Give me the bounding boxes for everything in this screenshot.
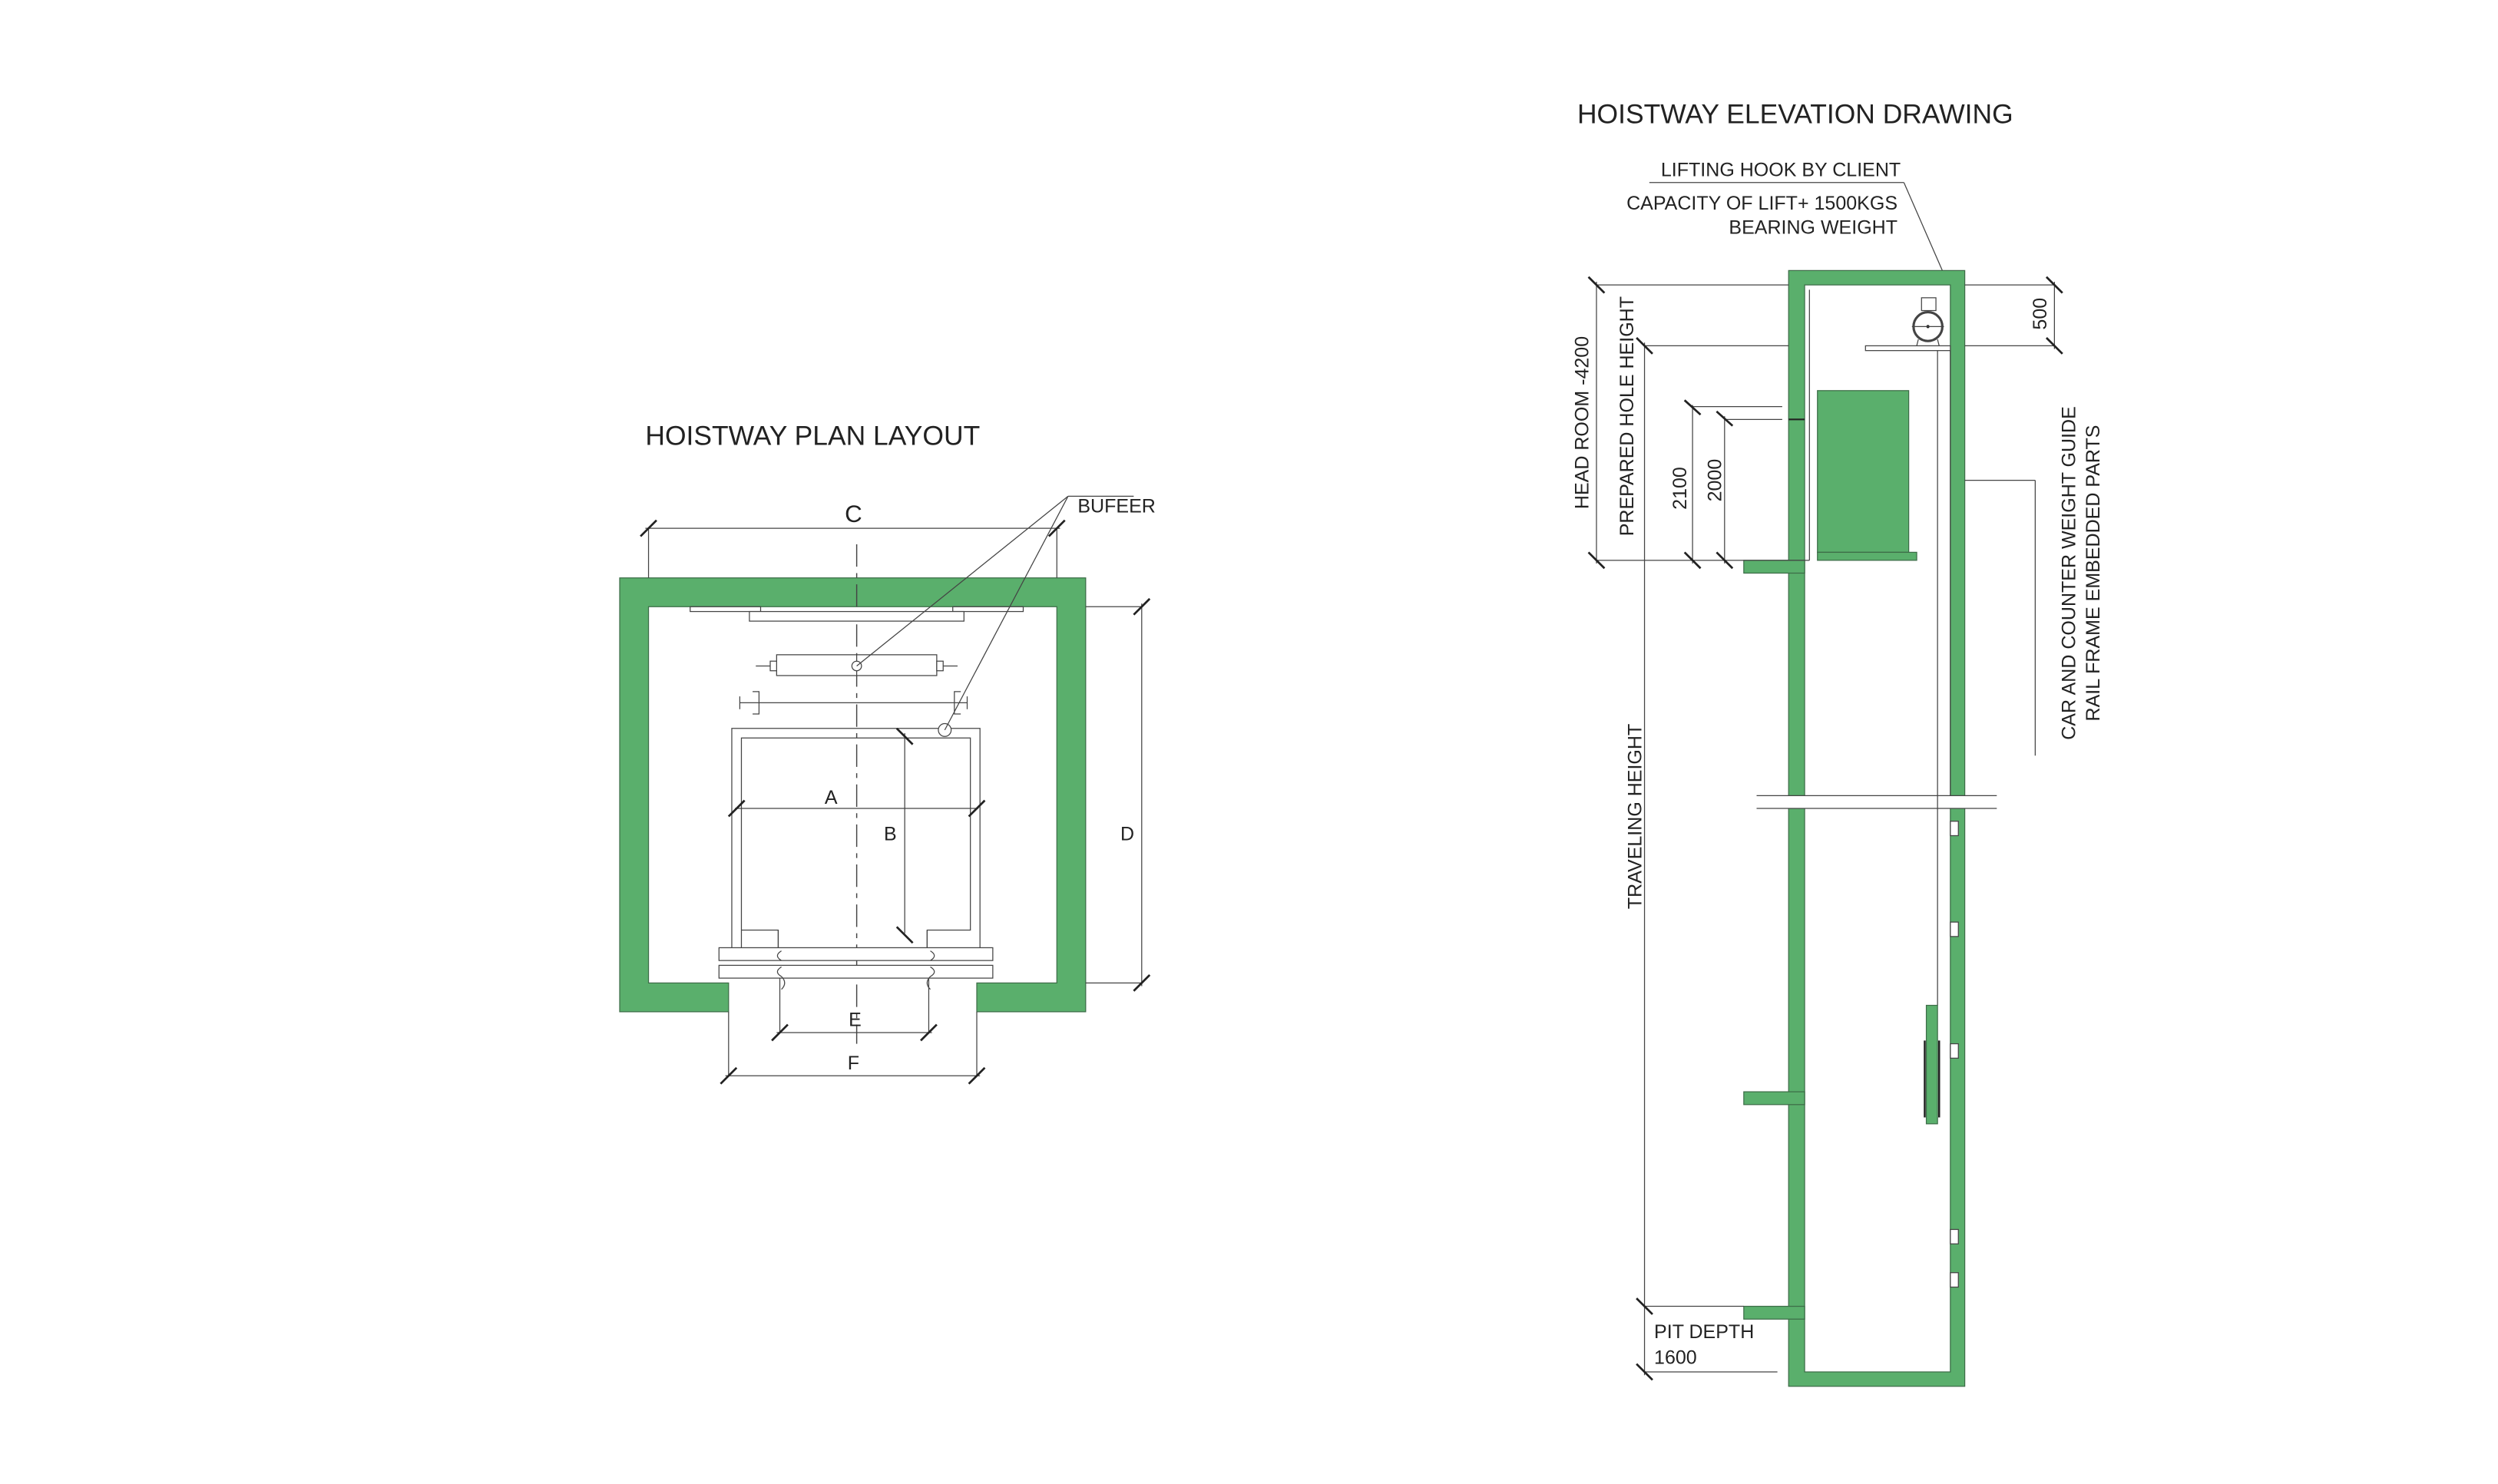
plan-title: HOISTWAY PLAN LAYOUT xyxy=(645,421,980,451)
counterweight xyxy=(1925,1004,1938,1125)
break-line xyxy=(1756,795,1997,809)
car-guide-rail xyxy=(739,691,968,715)
dimension-f: F xyxy=(720,1011,986,1085)
guide-label-1: CAR AND COUNTER WEIGHT GUIDE xyxy=(2058,406,2079,740)
prepared-hole-label: PREPARED HOLE HEIGHT xyxy=(1616,296,1638,536)
dim-label-e: E xyxy=(849,1010,862,1031)
dimension-500: 500 xyxy=(1964,276,2063,355)
capacity-label: CAPACITY OF LIFT+ 1500KGS xyxy=(1626,193,1897,214)
dimension-a: A xyxy=(727,787,986,818)
traction-machine xyxy=(1864,297,1951,352)
hoistway-wall-elevation xyxy=(1788,269,1966,1387)
door-hangers xyxy=(776,950,935,990)
landing-sill xyxy=(718,964,994,979)
dimension-d: D xyxy=(1085,597,1151,992)
dim-label-b: B xyxy=(884,824,897,845)
dimension-2100: 2100 xyxy=(1669,399,1782,570)
counterweight-rail xyxy=(756,654,958,676)
dim-label-c: C xyxy=(845,501,862,527)
dim-label-d: D xyxy=(1120,824,1134,845)
elevator-car-plan xyxy=(731,728,981,961)
dim-label-a: A xyxy=(825,787,838,808)
hook-leader xyxy=(1903,182,1943,271)
landing-slab xyxy=(1743,1091,1805,1106)
hook-label: LIFTING HOOK BY CLIENT xyxy=(1661,159,1901,180)
elevation-drawing: HOISTWAY ELEVATION DRAWING LIFTING HOOK … xyxy=(1572,99,2104,1387)
dimension-head-room: HEAD ROOM -4200 xyxy=(1572,276,1810,570)
buffer-label: BUFEER xyxy=(1077,495,1155,517)
buffer-leader: BUFEER xyxy=(856,495,1156,731)
pit-depth-value: 1600 xyxy=(1654,1347,1697,1369)
plan-layout: HOISTWAY PLAN LAYOUT xyxy=(619,421,1156,1085)
landing-slab xyxy=(1743,1305,1805,1320)
dimension-2000: 2000 xyxy=(1705,410,1782,570)
pit-depth-label: PIT DEPTH xyxy=(1654,1321,1754,1343)
car-floor xyxy=(1817,551,1917,561)
door-header xyxy=(690,606,1024,622)
dimension-c: C xyxy=(640,501,1066,578)
dimension-b: B xyxy=(884,727,914,944)
traveling-height-label: TRAVELING HEIGHT xyxy=(1624,724,1646,909)
dim-500-label: 500 xyxy=(2030,298,2051,330)
bearing-label: BEARING WEIGHT xyxy=(1729,216,1897,238)
guide-label-2: RAIL FRAME EMBEDDED PARTS xyxy=(2083,425,2104,722)
elevation-title: HOISTWAY ELEVATION DRAWING xyxy=(1577,99,2013,130)
dim-label-f: F xyxy=(848,1053,859,1074)
dimension-pit-depth: PIT DEPTH 1600 xyxy=(1636,1297,1778,1381)
dimension-prepared-hole: PREPARED HOLE HEIGHT TRAVELING HEIGHT xyxy=(1616,296,1789,1376)
dim-2100-label: 2100 xyxy=(1669,467,1691,510)
landing-slab xyxy=(1743,560,1805,574)
head-room-label: HEAD ROOM -4200 xyxy=(1572,336,1593,509)
dimension-e: E xyxy=(771,978,938,1042)
hoistway-wall-plan xyxy=(619,577,1087,1013)
elevator-car xyxy=(1817,390,1910,554)
dim-2000-label: 2000 xyxy=(1705,459,1726,502)
car-sill xyxy=(718,947,994,961)
rail-brackets xyxy=(1950,821,1959,1288)
guide-rail-leader: CAR AND COUNTER WEIGHT GUIDE RAIL FRAME … xyxy=(1964,406,2104,756)
